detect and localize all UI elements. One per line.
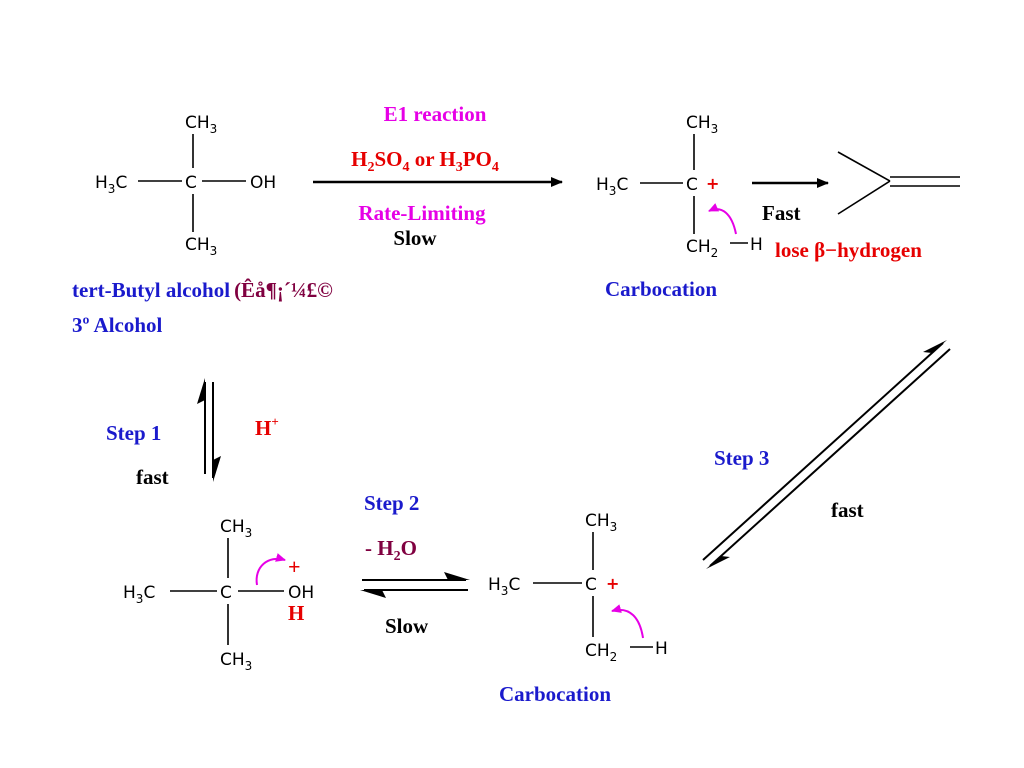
- atom-h3c: H3C: [596, 175, 628, 198]
- atom-c-center: C: [220, 583, 232, 603]
- atom-ch3-top: CH3: [185, 113, 217, 136]
- extra-hydrogen: H: [288, 601, 304, 625]
- atom-ch3-bottom: CH3: [220, 650, 252, 673]
- atom-ch3-top: CH3: [686, 113, 718, 136]
- atom-h3c: H3C: [95, 173, 127, 196]
- positive-charge: +: [606, 574, 619, 593]
- alkene-product-structure: [837, 151, 960, 215]
- fast-label: Fast: [762, 201, 801, 225]
- tert-butyl-alcohol-label: tert-Butyl alcohol(Êå¶¡´¼£©: [72, 278, 333, 302]
- atom-c-cation: C: [585, 575, 597, 595]
- step2-speed: Slow: [385, 614, 429, 638]
- atom-h3c: H3C: [123, 583, 155, 606]
- atom-h: H: [750, 235, 763, 255]
- slow-label-top: Slow: [393, 226, 437, 250]
- carbocation-bottom-structure: CH3 H3C C + CH2 H: [488, 511, 668, 664]
- lose-beta-hydrogen-label: lose β−hydrogen: [775, 238, 922, 262]
- atom-ch2: CH2: [585, 641, 617, 664]
- atom-oh: OH: [288, 583, 314, 603]
- step3-label: Step 3: [714, 446, 769, 470]
- atom-ch3-top: CH3: [585, 511, 617, 534]
- atom-c-center: C: [185, 173, 197, 193]
- tert-butyl-alcohol-structure: CH3 H3C C OH CH3: [95, 113, 276, 258]
- atom-ch3-bottom: CH3: [185, 235, 217, 258]
- step1-reagent: H+: [255, 414, 279, 440]
- positive-charge: +: [706, 174, 719, 193]
- carbocation-label-top: Carbocation: [605, 277, 717, 301]
- tertiary-alcohol-label: 3º Alcohol: [72, 313, 163, 337]
- oxonium-charge: +: [288, 554, 301, 579]
- top-reaction-arrow: E1 reaction H2SO4 or H3PO4 Rate-Limiting…: [313, 102, 563, 250]
- step2-equilibrium-arrows: [360, 572, 470, 598]
- atom-c-cation: C: [686, 175, 698, 195]
- atom-ch3-top: CH3: [220, 517, 252, 540]
- atom-h: H: [655, 639, 668, 659]
- acid-conditions-label: H2SO4 or H3PO4: [351, 147, 499, 175]
- e1-reaction-label: E1 reaction: [384, 102, 487, 126]
- fast-step-arrow: Fast lose β−hydrogen: [752, 178, 922, 262]
- atom-h3c: H3C: [488, 575, 520, 598]
- step3-equilibrium-arrows: [702, 340, 951, 569]
- protonated-alcohol-structure: CH3 H3C C OH + H CH3: [123, 517, 314, 673]
- atom-ch2: CH2: [686, 237, 718, 260]
- electron-push-arrow: [611, 604, 644, 639]
- step3-speed: fast: [831, 498, 864, 522]
- step1-speed: fast: [136, 465, 169, 489]
- step2-water-loss: - H2O: [365, 536, 417, 564]
- step1-equilibrium-arrows: [197, 378, 221, 482]
- carbocation-label-bottom: Carbocation: [499, 682, 611, 706]
- rate-limiting-label: Rate-Limiting: [358, 201, 486, 225]
- atom-oh: OH: [250, 173, 276, 193]
- step1-label: Step 1: [106, 421, 161, 445]
- electron-push-arrow: [708, 203, 737, 235]
- step2-label: Step 2: [364, 491, 419, 515]
- carbocation-top-structure: CH3 H3C C + CH2 H: [596, 113, 763, 260]
- electron-push-arrow: [255, 553, 286, 586]
